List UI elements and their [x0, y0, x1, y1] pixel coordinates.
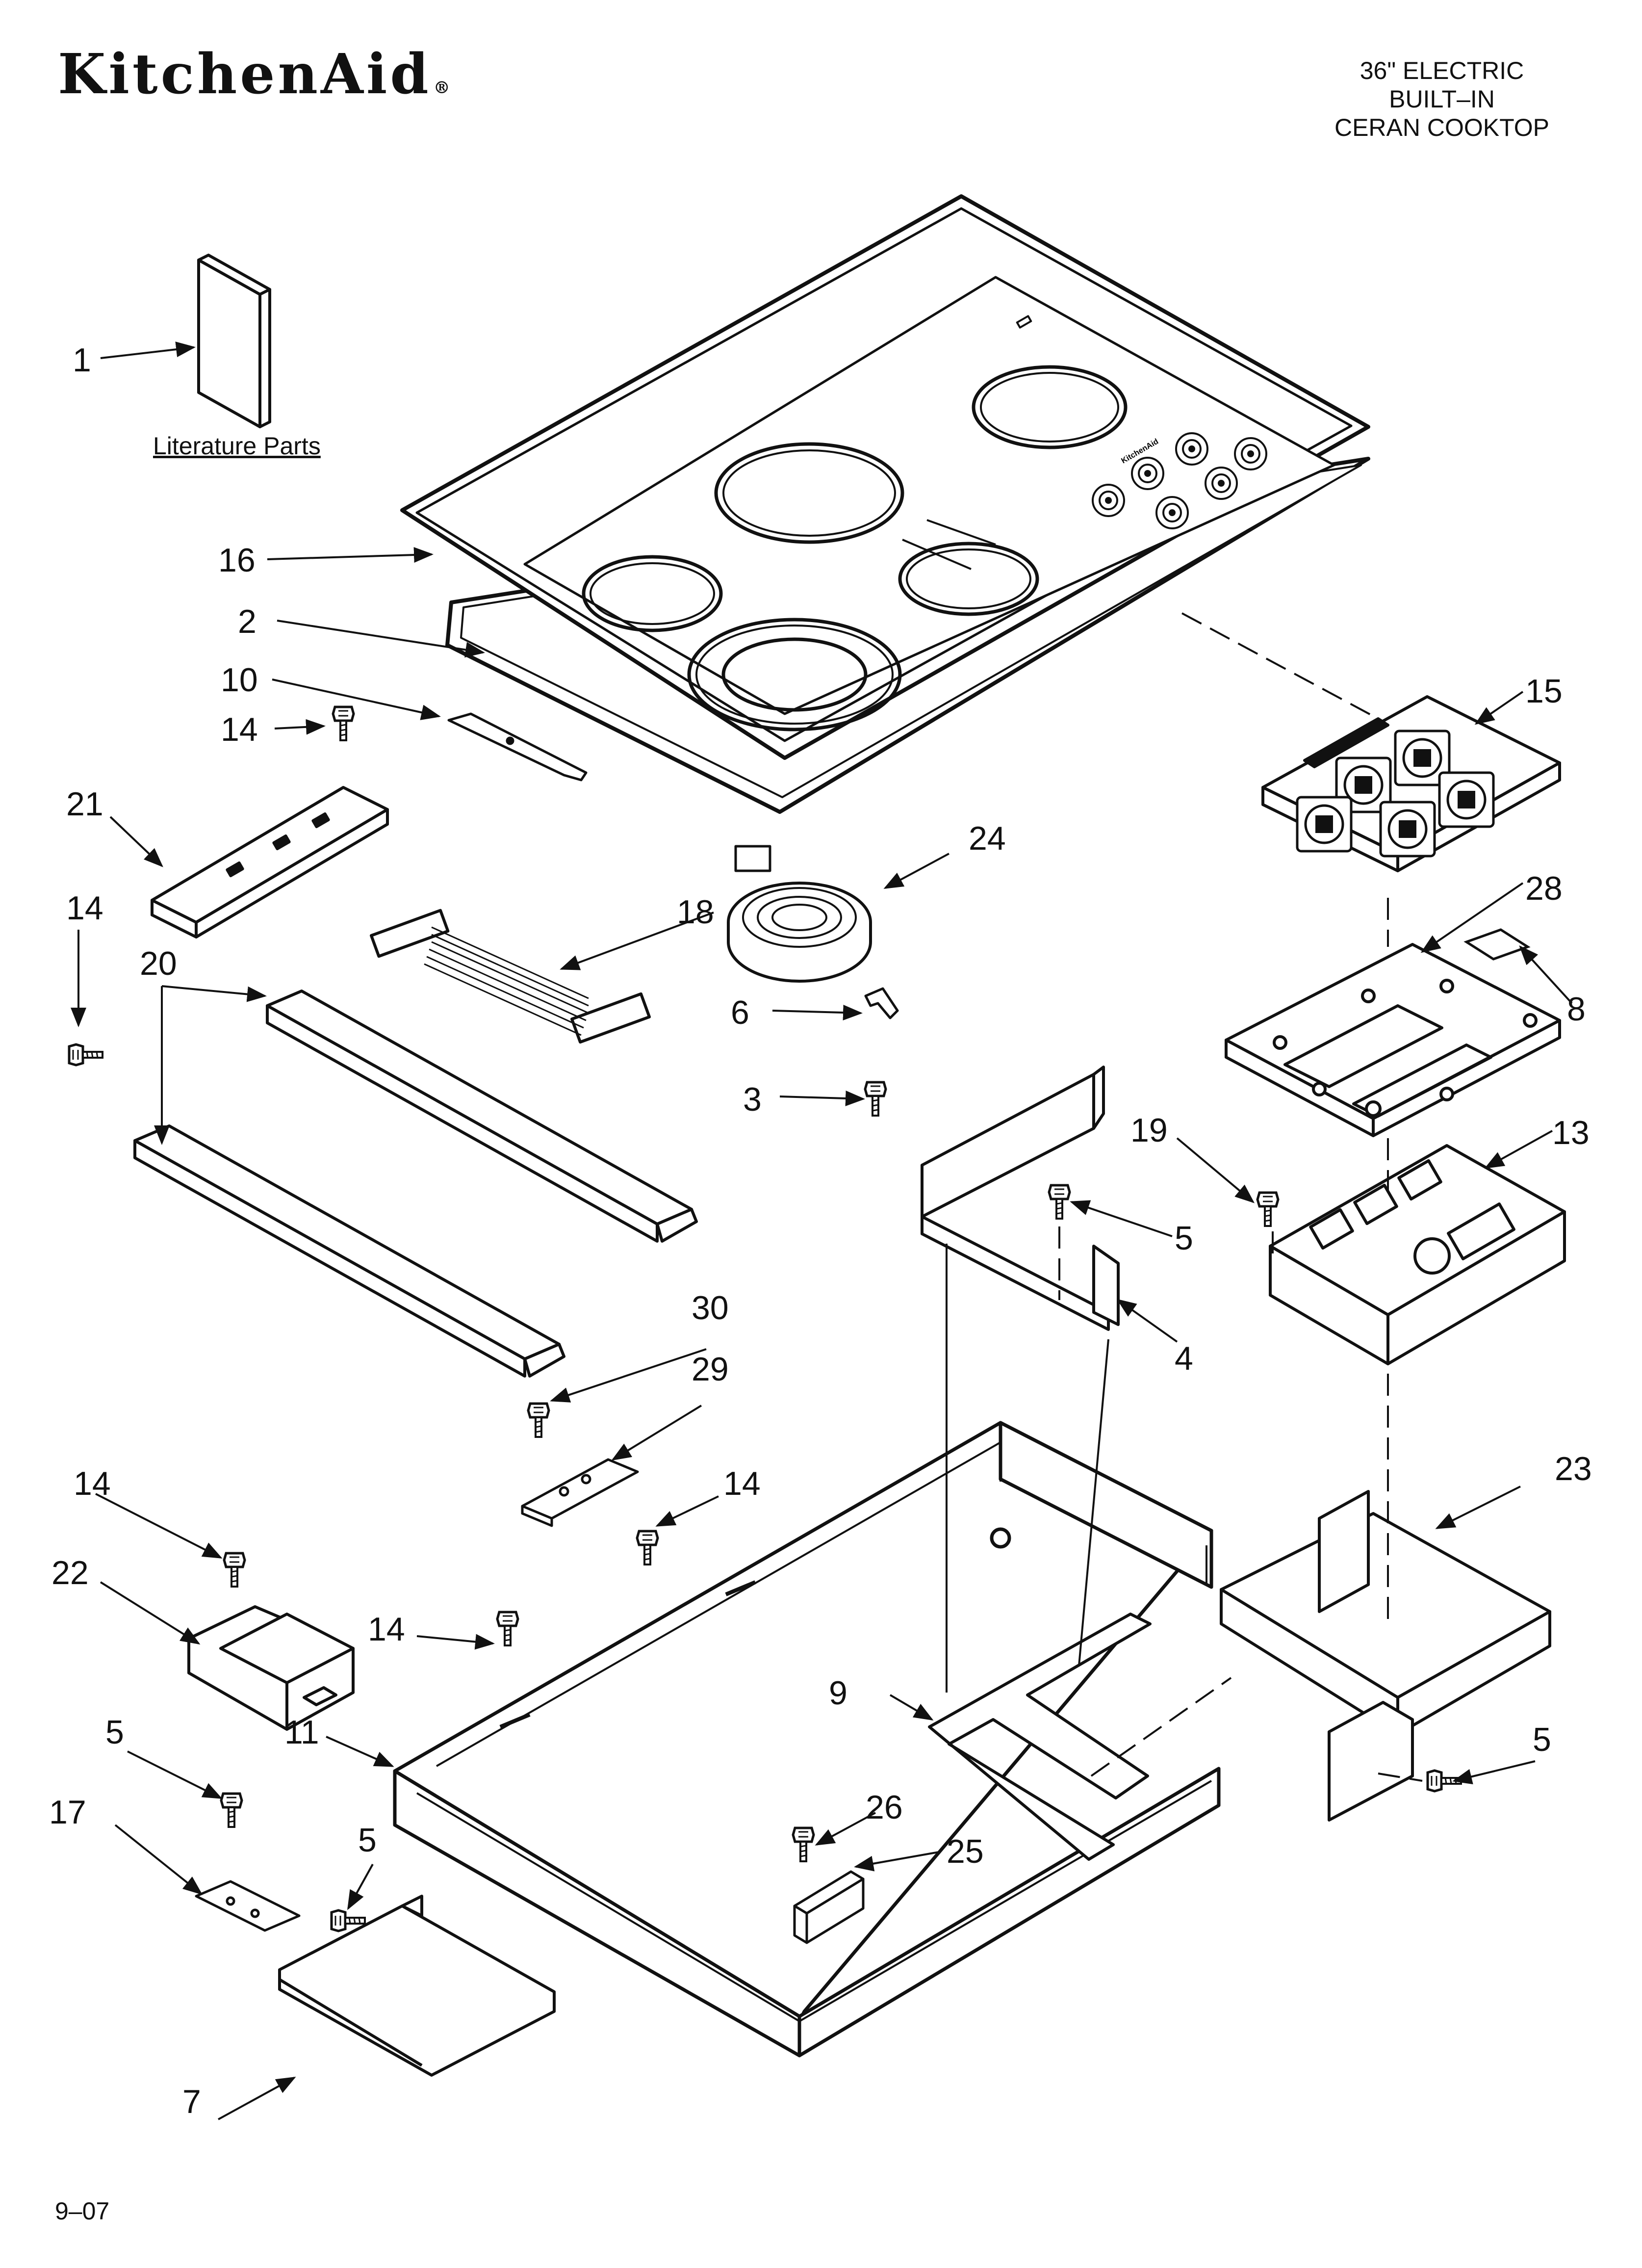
strain-relief	[521, 1458, 639, 1527]
callout-9: 9	[829, 1674, 847, 1712]
callout-24: 24	[969, 820, 1006, 857]
callout-3: 3	[743, 1081, 762, 1118]
model-line-3: CERAN COOKTOP	[1334, 114, 1550, 141]
callout-26: 26	[866, 1789, 903, 1826]
callout-6: 6	[731, 994, 749, 1031]
callout-17: 17	[49, 1794, 86, 1831]
ribbon-cable	[369, 909, 651, 1044]
front-rails	[133, 990, 698, 1378]
callout-5-b: 5	[105, 1714, 124, 1751]
callout-14-c: 14	[723, 1465, 761, 1502]
callout-18: 18	[677, 893, 714, 931]
radiant-element	[727, 845, 872, 983]
revision-date: 9–07	[55, 2197, 110, 2225]
brand-logo: KitchenAid®	[58, 47, 453, 102]
trim-strip	[447, 712, 588, 782]
callout-16: 16	[218, 542, 256, 579]
callout-14-a: 14	[221, 711, 258, 748]
callout-14-b: 14	[66, 889, 103, 927]
guide-lines	[946, 1244, 1109, 1693]
callout-23: 23	[1555, 1450, 1592, 1487]
callout-28: 28	[1525, 870, 1563, 907]
callout-7: 7	[182, 2083, 201, 2120]
callout-30: 30	[692, 1289, 729, 1327]
insulation-pad	[928, 1613, 1152, 1861]
control-box	[1269, 1144, 1566, 1365]
literature-parts-label: Literature Parts	[153, 432, 321, 460]
callout-5-d: 5	[1533, 1721, 1551, 1758]
terminal-block	[793, 1870, 865, 1944]
callout-15: 15	[1525, 673, 1563, 710]
front-bracket	[151, 786, 389, 938]
callout-4: 4	[1175, 1340, 1193, 1377]
bottom-bracket	[278, 1895, 556, 2077]
ceran-glass-top	[400, 194, 1370, 814]
rear-bracket	[921, 1066, 1120, 1331]
callout-19: 19	[1130, 1112, 1168, 1149]
callout-11: 11	[284, 1714, 319, 1751]
callout-10: 10	[221, 661, 258, 699]
callout-8: 8	[1567, 991, 1586, 1028]
model-line-2: BUILT–IN	[1389, 85, 1495, 113]
leader-arrows	[71, 341, 1573, 2120]
callout-14-e: 14	[368, 1611, 405, 1648]
element-clip	[864, 987, 899, 1019]
callout-29: 29	[692, 1351, 729, 1388]
callout-5-c: 5	[358, 1822, 377, 1859]
callout-2: 2	[238, 603, 257, 640]
screw-3	[865, 1082, 886, 1116]
callout-5-a: 5	[1175, 1220, 1193, 1257]
model-title: 36" ELECTRIC BUILT–IN CERAN COOKTOP	[1295, 56, 1589, 142]
literature-booklet	[197, 254, 271, 428]
brand-name: KitchenAid	[58, 42, 432, 106]
junction-box	[1220, 1490, 1551, 1822]
cooktop-base	[393, 1421, 1221, 2058]
callout-21: 21	[66, 785, 103, 823]
callout-22: 22	[51, 1554, 89, 1591]
model-line-1: 36" ELECTRIC	[1360, 57, 1524, 84]
heat-shield	[1225, 943, 1561, 1137]
callout-1: 1	[73, 341, 91, 379]
rating-label	[1463, 928, 1531, 961]
registered-mark: ®	[433, 78, 453, 98]
callout-25: 25	[947, 1833, 984, 1870]
callout-14-d: 14	[74, 1465, 111, 1502]
callout-13: 13	[1552, 1114, 1590, 1151]
callout-20: 20	[140, 945, 177, 982]
assembly-lines	[1058, 612, 1423, 1782]
mounting-plate	[195, 1880, 301, 1932]
control-module	[187, 1605, 355, 1731]
